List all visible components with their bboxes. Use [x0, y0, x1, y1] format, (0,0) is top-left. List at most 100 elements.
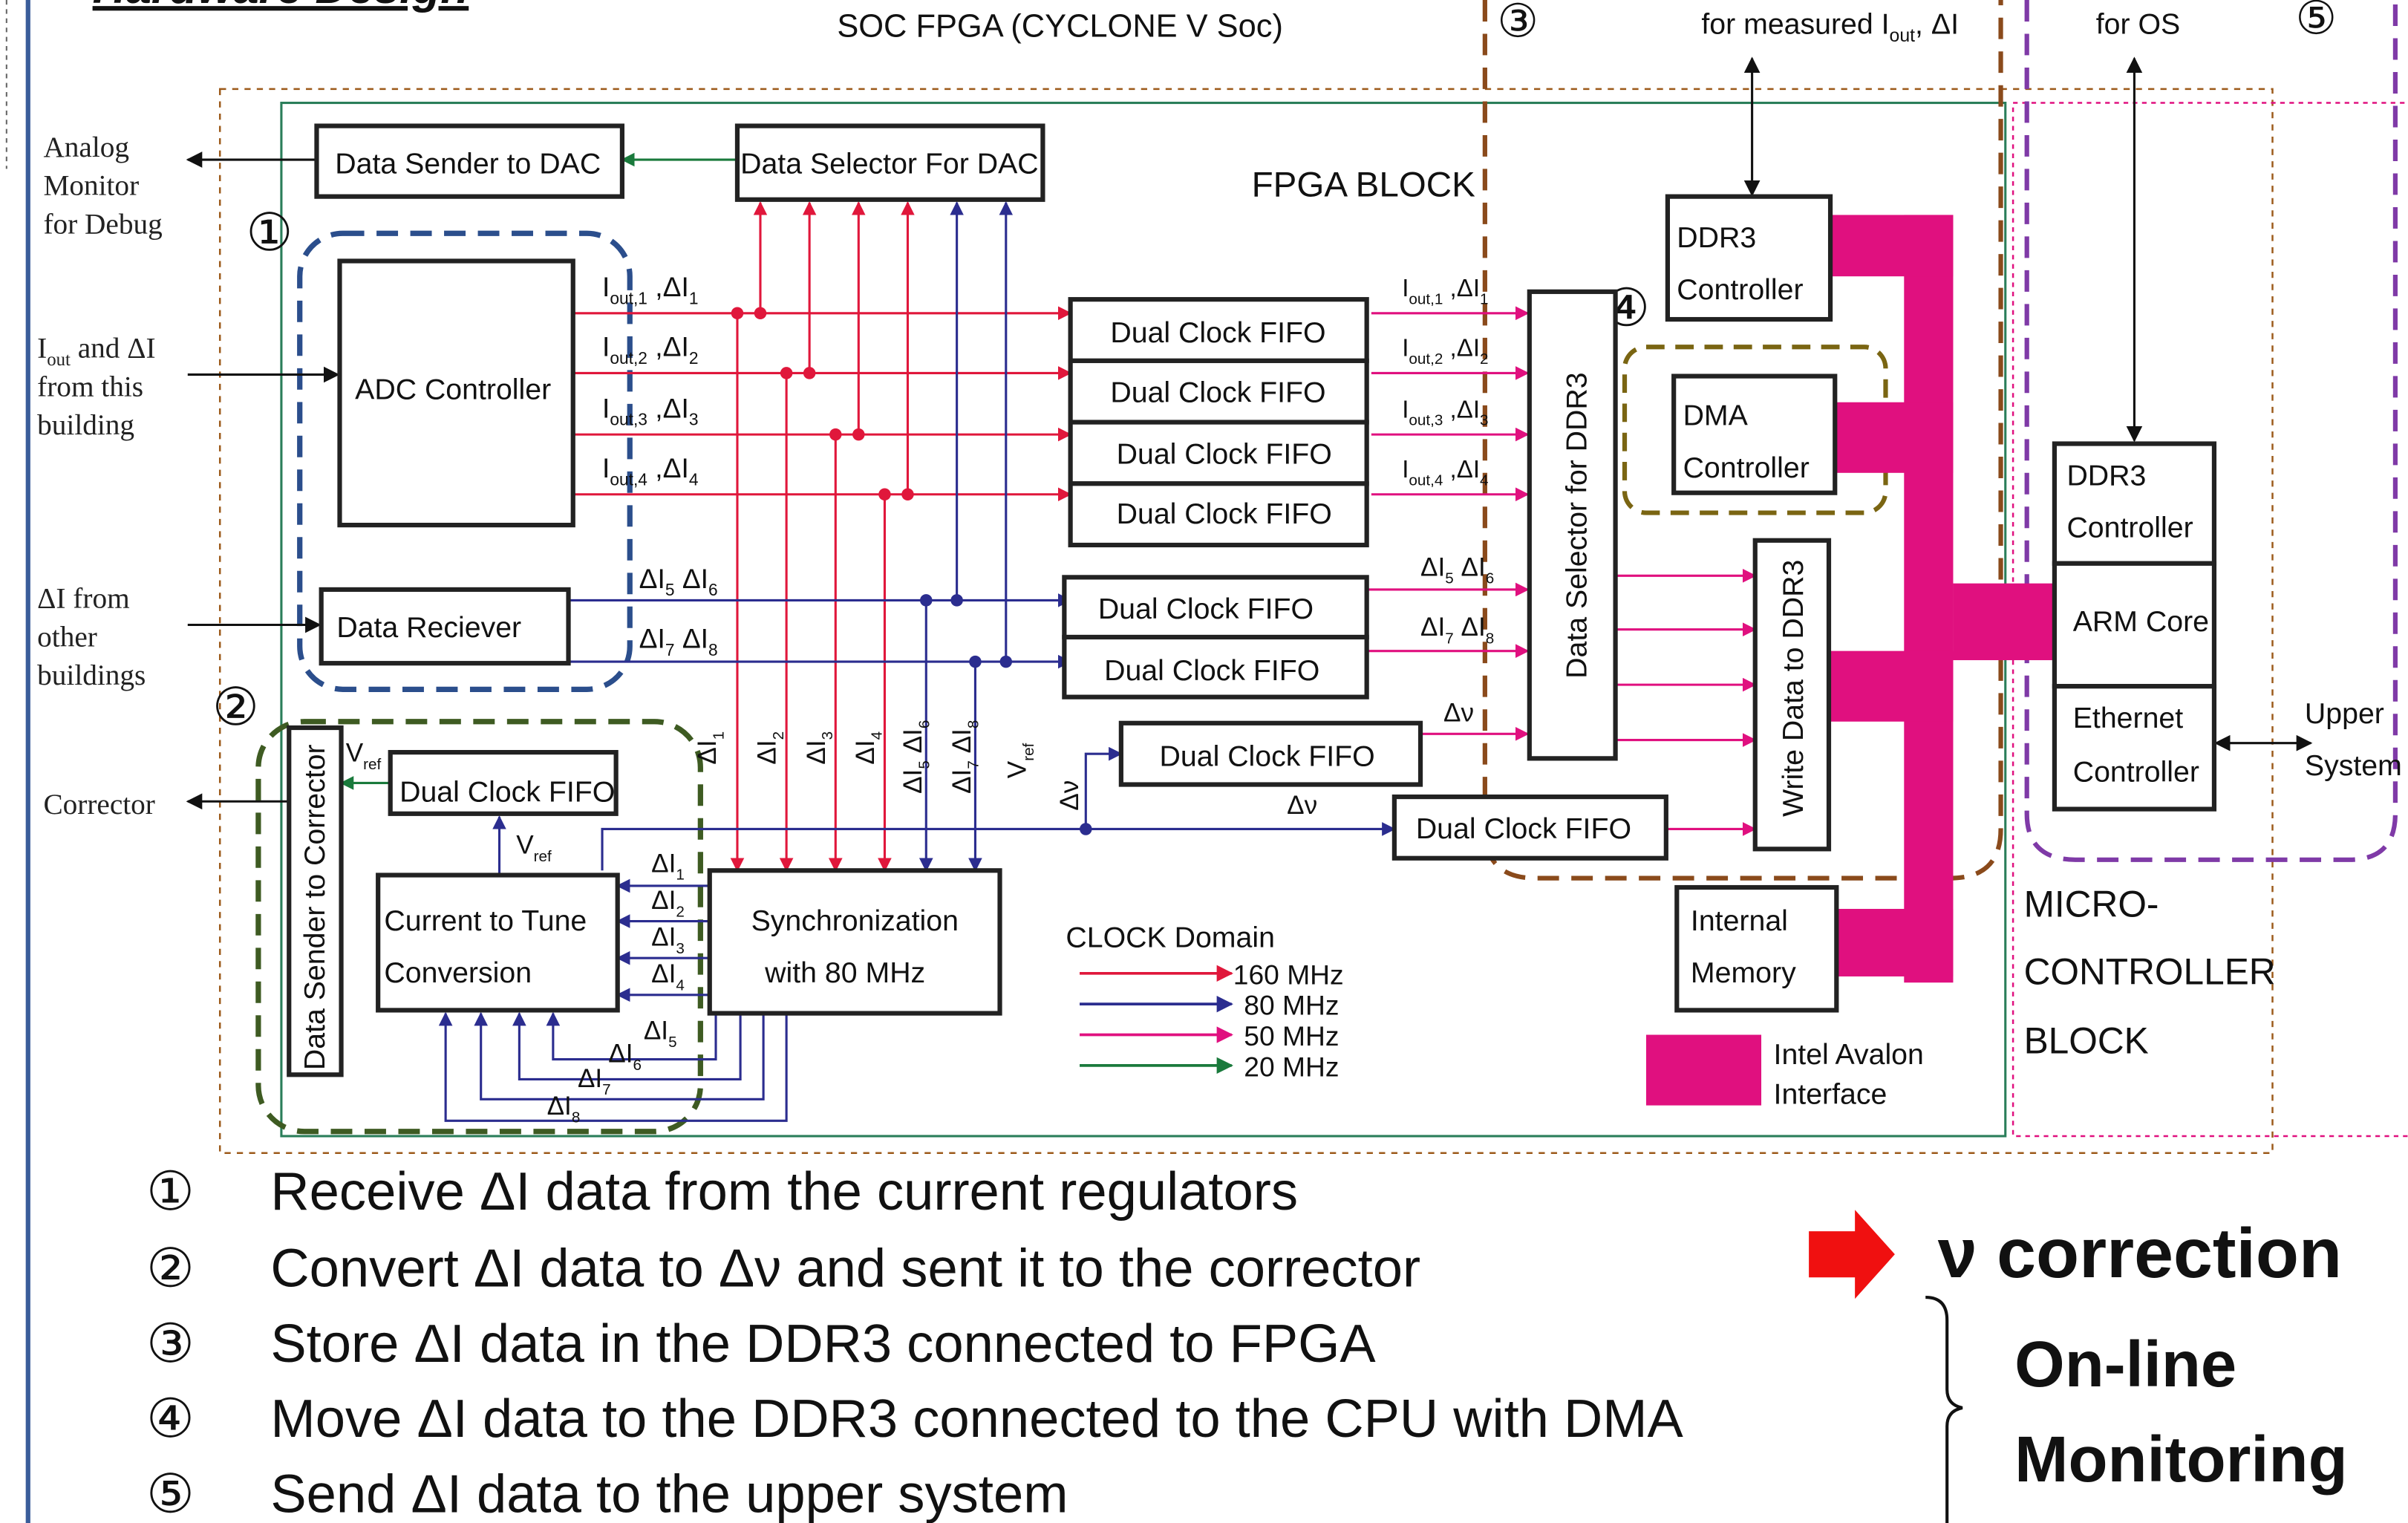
- micro-block-label-1: MICRO-: [2024, 883, 2159, 924]
- ddr3-controller-fpga-label-1: DDR3: [1677, 221, 1756, 254]
- sync-in-56-label: ΔI5 ΔI6: [898, 720, 933, 794]
- blue-junctions: [920, 594, 1092, 835]
- arm-core-label: ARM Core: [2073, 605, 2209, 638]
- fifo-6-box: [1062, 634, 1369, 699]
- nu-correction-text: ν correction: [1938, 1214, 2342, 1293]
- upper-system-2: System: [2305, 749, 2402, 782]
- conv-in-6-label: ΔI6: [608, 1040, 642, 1074]
- signal-labels: Iout,1 ,ΔI1 Iout,2 ,ΔI2 Iout,3 ,ΔI3 Iout…: [346, 271, 1495, 1126]
- block-labels: Data Sender to DAC Data Selector For DAC…: [298, 148, 2209, 1070]
- blocks: [287, 123, 2217, 1077]
- blue-signal-lines: [438, 201, 1396, 1122]
- ethernet-controller-box: [2052, 684, 2217, 812]
- dma-controller-label-1: DMA: [1683, 399, 1749, 432]
- data-sender-dac-label: Data Sender to DAC: [335, 148, 601, 180]
- region-1-number: ①: [246, 203, 293, 261]
- ddr3-controller-hps-label-1: DDR3: [2066, 459, 2146, 492]
- avalon-legend: Intel Avalon Interface: [1645, 1034, 1924, 1111]
- fifo-2-box: [1068, 358, 1369, 425]
- ethernet-controller-label-2: Controller: [2073, 755, 2199, 788]
- conv-in-3-label: ΔI3: [651, 923, 685, 957]
- dma-controller-label-2: Controller: [1683, 451, 1810, 484]
- fifo-vref-label: Dual Clock FIFO: [399, 775, 615, 808]
- clock-80-label: 80 MHz: [1244, 990, 1339, 1021]
- avalon-label-2: Interface: [1774, 1078, 1887, 1111]
- conv-in-1-label: ΔI1: [651, 849, 685, 883]
- sync-in-3-label: ΔI3: [802, 731, 836, 765]
- ddr3-controller-hps-label-2: Controller: [2066, 512, 2193, 544]
- data-sender-corrector-label: Data Sender to Corrector: [298, 744, 331, 1070]
- step-3-num: ③: [146, 1314, 195, 1374]
- step-1-text: Receive ΔI data from the current regulat…: [270, 1161, 1298, 1222]
- step-4-num: ④: [146, 1389, 195, 1449]
- steps-list: ① Receive ΔI data from the current regul…: [146, 1161, 1684, 1523]
- data-sender-dac-box: [314, 123, 625, 199]
- data-selector-dac-label: Data Selector For DAC: [740, 148, 1039, 180]
- fifo-out-6-label: ΔI7 ΔI8: [1420, 613, 1494, 647]
- fpga-block-label: FPGA BLOCK: [1252, 166, 1476, 205]
- step-5-text: Send ΔI data to the upper system: [270, 1464, 1068, 1523]
- analog-monitor-2: Monitor: [43, 170, 139, 202]
- fifo-1-box: [1068, 297, 1369, 363]
- sync-in-2-label: ΔI2: [753, 731, 787, 765]
- fifo-dv1-label: Dual Clock FIFO: [1160, 740, 1375, 773]
- ddr3-controller-fpga-box: [1665, 194, 1833, 322]
- conv-in-4-label: ΔI4: [651, 959, 685, 994]
- fifo-5-box: [1062, 575, 1369, 640]
- step-4-text: Move ΔI data to the DDR3 connected to th…: [270, 1389, 1683, 1449]
- data-receiver-box: [319, 587, 571, 666]
- clock-160-label: 160 MHz: [1233, 959, 1344, 990]
- avalon-bus: [1830, 215, 2055, 983]
- fifo-out-3-label: Iout,3 ,ΔI3: [1402, 396, 1488, 428]
- region-2-boundary: [255, 719, 703, 1135]
- online-text-2: Monitoring: [2014, 1423, 2347, 1496]
- sync-in-1-label: ΔI1: [693, 731, 727, 765]
- data-selector-ddr3-label: Data Selector for DDR3: [1560, 372, 1593, 678]
- sync-in-78-label: ΔI7 ΔI8: [947, 720, 982, 794]
- step-5-num: ⑤: [146, 1464, 195, 1523]
- region-3-note: for measured Iout, ΔI: [1701, 7, 1959, 45]
- step-2-num: ②: [146, 1239, 195, 1299]
- vref-top-label: Vref: [346, 738, 382, 772]
- conv-in-2-label: ΔI2: [651, 886, 685, 920]
- iout-from-3: building: [37, 409, 134, 441]
- vref-sync-label: Vref: [1003, 743, 1037, 778]
- internal-memory-label-1: Internal: [1691, 904, 1788, 937]
- dma-controller-box: [1671, 374, 1838, 495]
- results: ν correction On-line Monitoring: [1809, 1210, 2348, 1523]
- red-junctions: [731, 307, 914, 501]
- brace-icon: [1925, 1296, 1963, 1523]
- adc-out-1-label: Iout,1 ,ΔI1: [602, 271, 698, 307]
- internal-memory-label-2: Memory: [1691, 956, 1796, 989]
- write-data-ddr3-box: [1752, 538, 1832, 852]
- avalon-swatch: [1645, 1034, 1762, 1106]
- iout-from-2: from this: [37, 371, 143, 402]
- fifo-4-label: Dual Clock FIFO: [1117, 498, 1332, 530]
- slide-frame: [5, 0, 30, 1523]
- data-selector-dac-box: [734, 123, 1045, 202]
- dv-vertical-label: Δν: [1055, 780, 1084, 811]
- pink-signal-lines: [1366, 306, 1757, 836]
- di-from-2: other: [37, 621, 97, 653]
- ethernet-controller-label-1: Ethernet: [2073, 702, 2184, 734]
- external-labels: Analog Monitor for Debug Iout and ΔI fro…: [37, 131, 2402, 821]
- region-5-number: ⑤: [2296, 0, 2337, 44]
- fifo-6-label: Dual Clock FIFO: [1104, 654, 1319, 687]
- fifo-4-box: [1068, 481, 1369, 548]
- synchronization-box: [707, 868, 1002, 1016]
- ddr3-controller-hps-box: [2052, 441, 2217, 566]
- upper-system-1: Upper: [2305, 697, 2384, 730]
- ddr3-controller-fpga-label-2: Controller: [1677, 273, 1803, 306]
- soc-boundary: [218, 88, 2274, 1154]
- fifo-2-label: Dual Clock FIFO: [1110, 376, 1325, 409]
- step-3-text: Store ΔI data in the DDR3 connected to F…: [270, 1314, 1376, 1374]
- fifo-vref-box: [388, 749, 619, 816]
- step-2-text: Convert ΔI data to Δν and sent it to the…: [270, 1239, 1420, 1299]
- clock-50-label: 50 MHz: [1244, 1020, 1339, 1051]
- clock-legend-title: CLOCK Domain: [1066, 922, 1275, 954]
- conv-in-8-label: ΔI8: [547, 1092, 581, 1126]
- fifo-5-label: Dual Clock FIFO: [1098, 593, 1314, 625]
- fifo-dv2-label: Dual Clock FIFO: [1416, 812, 1631, 845]
- current-to-tune-label-2: Conversion: [384, 956, 532, 989]
- di-from-3: buildings: [37, 659, 146, 691]
